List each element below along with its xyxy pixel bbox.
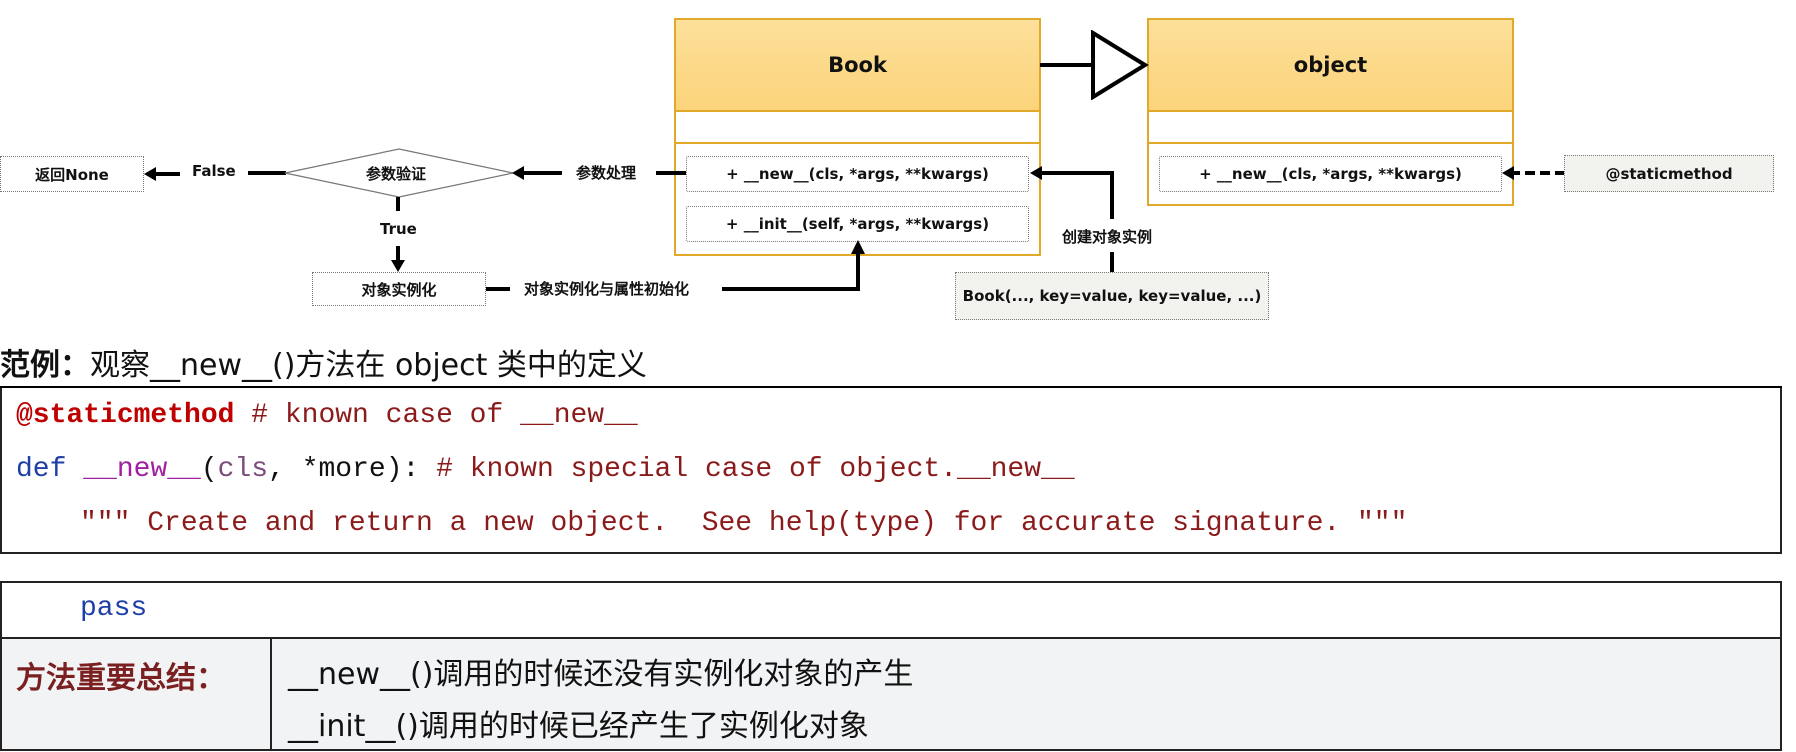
- code-line-2: def __new__(cls, *more): # known special…: [16, 454, 1075, 485]
- dashed-arrow-left-icon: [1502, 166, 1564, 180]
- arrow-up-icon: [851, 240, 865, 254]
- book-call-node: Book(..., key=value, key=value, ...): [955, 272, 1269, 320]
- param-validation-label: 参数验证: [366, 165, 427, 183]
- cls-param: cls: [217, 454, 269, 485]
- example-heading: 范例：观察__new__()方法在 object 类中的定义: [0, 340, 647, 384]
- decorator-token: @staticmethod: [16, 400, 235, 431]
- function-name: __new__: [83, 454, 201, 485]
- summary-label: 方法重要总结：: [16, 661, 226, 696]
- code-line-1: @staticmethod # known case of __new__: [16, 400, 638, 431]
- docstring-token: """ Create and return a new object. See …: [80, 508, 1408, 539]
- code-line-4: pass: [80, 593, 147, 624]
- class-book: Book + __new__(cls, *args, **kwargs) + _…: [674, 18, 1041, 256]
- pass-keyword: pass: [80, 593, 148, 624]
- summary-line-new: __new__()调用的时候还没有实例化对象的产生: [288, 657, 914, 692]
- create-edge-up: [1110, 171, 1114, 219]
- arrow-left-icon: [144, 167, 180, 181]
- code-line-3: """ Create and return a new object. See …: [80, 508, 1407, 539]
- instantiate-edge-b: [722, 287, 860, 291]
- def-keyword: def: [16, 454, 67, 485]
- example-colon: ：: [60, 348, 90, 383]
- param-processing-edge: [656, 171, 686, 175]
- object-instantiation-node: 对象实例化: [312, 272, 486, 306]
- comment-token: # known case of __new__: [234, 400, 638, 431]
- class-object-attributes: [1149, 112, 1512, 144]
- instantiate-edge-a: [486, 287, 510, 291]
- class-book-attributes: [676, 112, 1039, 144]
- param-processing-label: 参数处理: [576, 164, 637, 182]
- code-block-continued: pass: [0, 581, 1782, 639]
- arrow-left-icon: [1030, 166, 1114, 180]
- params-rest: , *more):: [268, 454, 437, 485]
- class-book-name: Book: [676, 20, 1039, 112]
- summary-divider: [270, 639, 272, 749]
- staticmethod-node: @staticmethod: [1564, 155, 1774, 192]
- instantiate-edge-up: [856, 250, 860, 291]
- inheritance-arrow-icon: [1040, 30, 1149, 100]
- code-block: @staticmethod # known case of __new__ de…: [0, 388, 1782, 554]
- example-title: 观察__new__()方法在 object 类中的定义: [90, 348, 647, 383]
- false-label: False: [192, 162, 236, 180]
- instantiate-and-init-label: 对象实例化与属性初始化: [524, 280, 690, 298]
- false-edge: [248, 171, 286, 175]
- heading-divider: [0, 386, 1782, 388]
- class-object: object + __new__(cls, *args, **kwargs): [1147, 18, 1514, 206]
- page-break-gap: [0, 556, 1782, 583]
- true-edge-top: [396, 197, 400, 211]
- comment-token: # known special case of object.__new__: [436, 454, 1075, 485]
- object-new-method: + __new__(cls, *args, **kwargs): [1159, 156, 1502, 192]
- create-edge-bottom: [1110, 252, 1114, 272]
- paren-token: (: [200, 454, 218, 485]
- true-label: True: [380, 220, 417, 238]
- book-init-method: + __init__(self, *args, **kwargs): [686, 206, 1029, 242]
- summary-table: 方法重要总结： __new__()调用的时候还没有实例化对象的产生 __init…: [0, 637, 1782, 751]
- arrow-down-icon: [391, 246, 405, 272]
- create-instance-label: 创建对象实例: [1062, 228, 1153, 246]
- return-none-node: 返回None: [0, 156, 144, 192]
- class-object-name: object: [1149, 20, 1512, 112]
- summary-line-init: __init__()调用的时候已经产生了实例化对象: [288, 709, 869, 744]
- example-prefix: 范例: [0, 348, 60, 383]
- book-new-method: + __new__(cls, *args, **kwargs): [686, 156, 1029, 192]
- arrow-left-icon: [512, 166, 562, 180]
